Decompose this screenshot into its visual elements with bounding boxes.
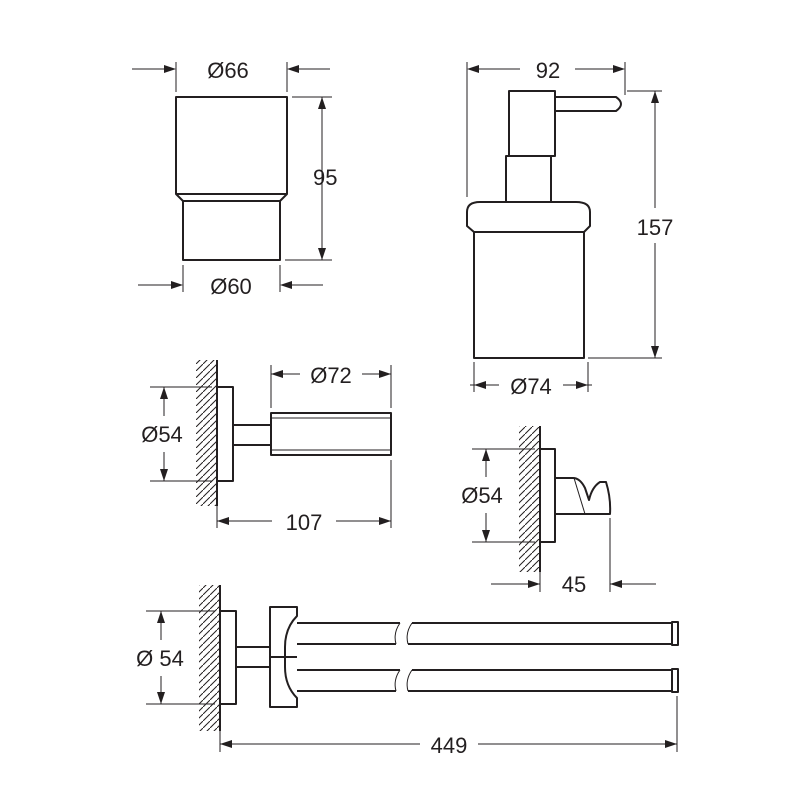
dispenser-pump-lever — [555, 96, 622, 112]
hook-body — [554, 477, 612, 515]
holder-ring — [270, 412, 392, 456]
tumbler-holder-drawing: Ø54 Ø72 107 — [141, 360, 392, 535]
towel-bar-drawing: Ø 54 449 — [136, 585, 679, 758]
towel-bar-length-label: 449 — [431, 733, 468, 758]
towel-bar-mount-diameter-label: Ø 54 — [136, 646, 184, 671]
dispenser-pump-head — [508, 90, 556, 157]
cup-height-label: 95 — [313, 165, 337, 190]
cup-outline — [175, 96, 288, 261]
cup-drawing: Ø66 95 Ø60 — [132, 58, 337, 299]
holder-arm — [232, 424, 272, 446]
towel-bar-lower-rail — [297, 668, 679, 693]
towel-bar-upper-rail — [297, 621, 679, 646]
towel-bar-rosette — [219, 610, 237, 705]
dispenser-bottom-diameter-label: Ø74 — [510, 374, 552, 399]
dispenser-width-label: 92 — [536, 58, 560, 83]
hook-mount-diameter-label: Ø54 — [461, 483, 503, 508]
holder-rosette — [216, 386, 234, 482]
cup-bottom-diameter-label: Ø60 — [210, 274, 252, 299]
hook-projection-label: 45 — [562, 572, 586, 597]
holder-projection-label: 107 — [286, 510, 323, 535]
holder-ring-diameter-label: Ø72 — [310, 363, 352, 388]
cup-top-diameter-label: Ø66 — [207, 58, 249, 83]
dispenser-bottle — [466, 201, 591, 359]
towel-bar-swivel — [269, 606, 298, 708]
holder-mount-diameter-label: Ø54 — [141, 422, 183, 447]
hook-wall-hatch — [519, 426, 539, 572]
towel-bar-arm — [235, 646, 271, 668]
towel-bar-wall-hatch — [199, 585, 219, 731]
dispenser-neck — [505, 155, 552, 203]
soap-dispenser-drawing: 92 157 Ø74 — [466, 58, 674, 399]
dispenser-height-label: 157 — [637, 215, 674, 240]
hook-rosette — [539, 448, 556, 543]
robe-hook-drawing: Ø54 45 — [461, 426, 656, 597]
holder-wall-hatch — [196, 360, 216, 506]
